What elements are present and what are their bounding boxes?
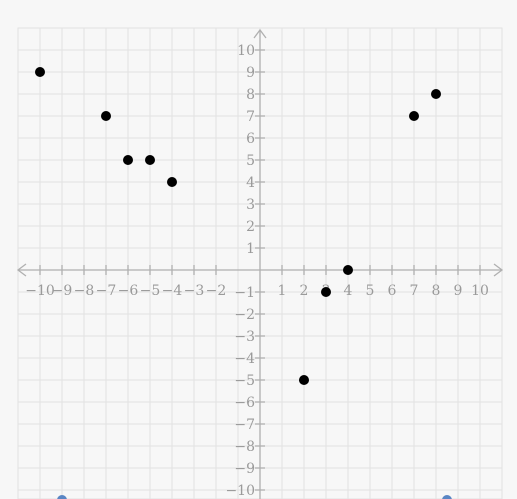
data-point[interactable] [167, 177, 177, 187]
data-point[interactable] [321, 287, 331, 297]
axis-ticks [39, 49, 481, 491]
drag-handle-left[interactable] [57, 495, 67, 499]
tick-labels: −10−9−8−7−6−5−4−3−2123456789101098765432… [25, 43, 489, 499]
x-axis-right-arrow [493, 263, 504, 277]
y-axis-up-arrow [253, 28, 267, 39]
y-tick-label: −6 [234, 395, 255, 411]
data-point[interactable] [431, 89, 441, 99]
x-tick-label: 8 [432, 283, 441, 299]
y-tick-label: −9 [234, 461, 255, 477]
x-tick-label: 6 [388, 283, 397, 299]
x-tick-label: −2 [206, 283, 227, 299]
data-point[interactable] [101, 111, 111, 121]
y-tick-label: 8 [246, 87, 255, 103]
y-tick-label: 10 [237, 43, 255, 59]
x-tick-label: 7 [410, 283, 419, 299]
x-tick-label: −5 [140, 283, 161, 299]
data-point[interactable] [145, 155, 155, 165]
data-point[interactable] [409, 111, 419, 121]
y-tick-label: −4 [234, 351, 255, 367]
y-tick-label: 7 [246, 109, 255, 125]
y-tick-label: −7 [234, 417, 255, 433]
drag-handles[interactable] [57, 495, 452, 499]
y-tick-label: −3 [234, 329, 255, 345]
y-tick-label: 9 [246, 65, 255, 81]
x-tick-label: −6 [118, 283, 139, 299]
x-tick-label: −7 [96, 283, 117, 299]
drag-handle-right[interactable] [442, 495, 452, 499]
x-tick-label: 10 [471, 283, 489, 299]
x-tick-label: 9 [454, 283, 463, 299]
y-tick-label: 2 [246, 219, 255, 235]
y-tick-label: 1 [246, 241, 255, 257]
x-tick-label: 2 [300, 283, 309, 299]
x-tick-label: 5 [366, 283, 375, 299]
x-tick-label: −3 [184, 283, 205, 299]
data-points[interactable] [35, 67, 441, 385]
x-tick-label: 1 [278, 283, 287, 299]
y-tick-label: −8 [234, 439, 255, 455]
x-tick-label: 4 [344, 283, 353, 299]
x-tick-label: −10 [25, 283, 55, 299]
data-point[interactable] [35, 67, 45, 77]
data-point[interactable] [299, 375, 309, 385]
data-point[interactable] [123, 155, 133, 165]
x-tick-label: −9 [52, 283, 73, 299]
y-tick-label: 6 [246, 131, 255, 147]
x-tick-label: −4 [162, 283, 183, 299]
x-tick-label: −8 [74, 283, 95, 299]
y-tick-label: −2 [234, 307, 255, 323]
y-tick-label: −1 [234, 285, 255, 301]
y-tick-label: 4 [246, 175, 255, 191]
y-tick-label: −10 [225, 483, 255, 499]
y-tick-label: −5 [234, 373, 255, 389]
y-tick-label: 5 [246, 153, 255, 169]
axes [16, 28, 504, 499]
x-axis-left-arrow [16, 263, 27, 277]
data-point[interactable] [343, 265, 353, 275]
y-tick-label: 3 [246, 197, 255, 213]
